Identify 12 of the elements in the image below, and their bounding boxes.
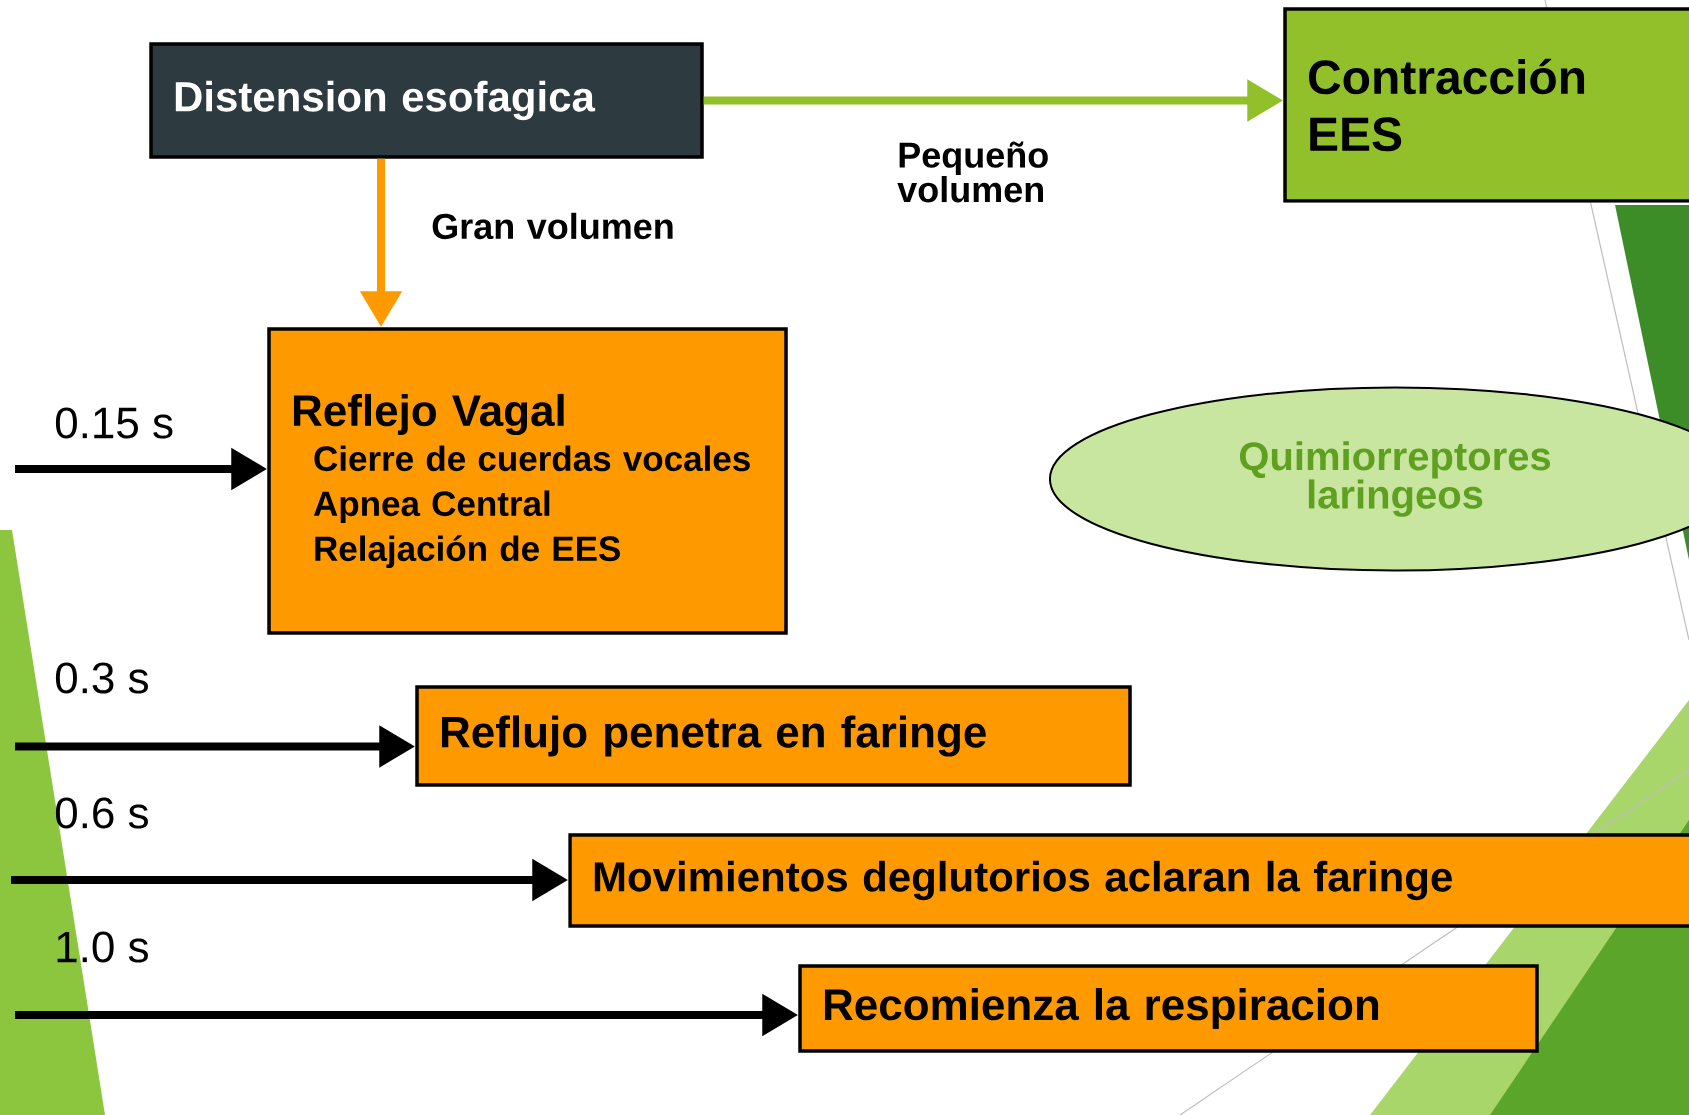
process-box: Recomienza la respiracion — [798, 964, 1539, 1053]
process-box: Reflejo Vagal Cierre de cuerdas vocales Apnea Central Relajación de EES — [267, 327, 788, 635]
ellipse-node: Quimiorreptores laringeos — [1048, 386, 1689, 572]
process-box: Contracción EES — [1283, 7, 1689, 203]
edge-label: 0.3 s — [55, 662, 148, 694]
edge-label: 0.6 s — [55, 797, 148, 829]
edge-label: Gran volumen — [432, 212, 673, 240]
edge-label: Pequeño volumen — [897, 141, 1048, 203]
process-box: Movimientos deglutorios aclaran la faringe — [568, 833, 1689, 928]
process-box: Distension esofagica — [149, 42, 704, 159]
edge-label: 0.15 s — [55, 407, 173, 439]
process-box: Reflujo penetra en faringe — [415, 685, 1132, 787]
